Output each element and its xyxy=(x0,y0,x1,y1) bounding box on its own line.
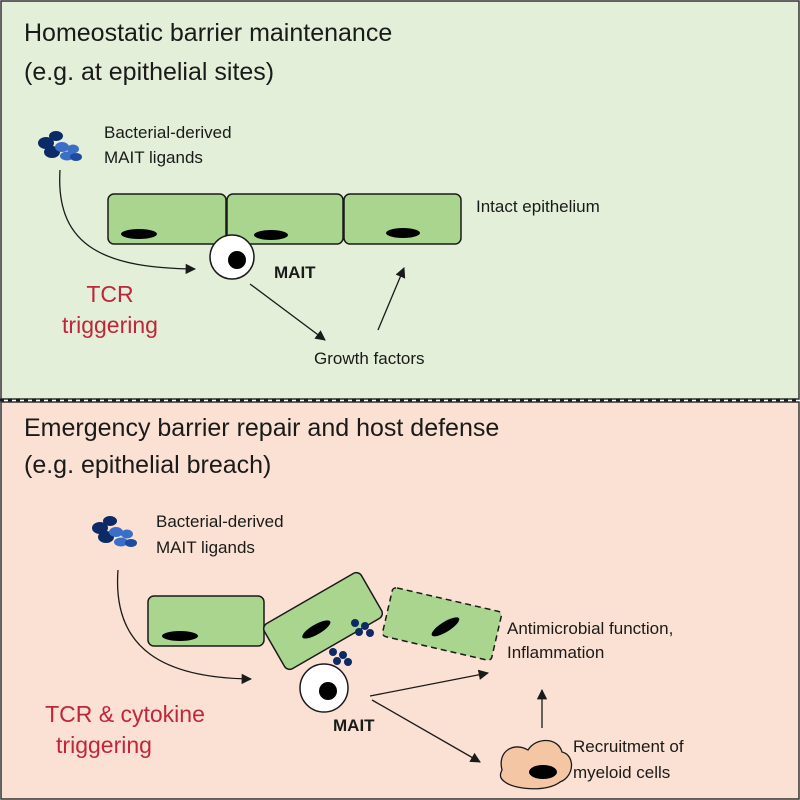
top-title-line1: Homeostatic barrier maintenance xyxy=(24,19,392,47)
myeloid-cell xyxy=(499,739,573,790)
bottom-ligand-label-line2: MAIT ligands xyxy=(156,538,255,557)
bottom-title-line1: Emergency barrier repair and host defens… xyxy=(24,414,499,442)
recruitment-label-line1: Recruitment of xyxy=(573,737,684,756)
top-title-line2: (e.g. at epithelial sites) xyxy=(24,58,274,86)
bacterial-ligand-icon xyxy=(38,131,82,161)
mait-to-antimicrobial-arrow xyxy=(369,669,490,697)
intact-epithelium xyxy=(107,193,462,245)
recruitment-label-line2: myeloid cells xyxy=(573,763,670,782)
bacterial-ligand-icon xyxy=(92,516,137,547)
mait-label-bottom: MAIT xyxy=(333,716,375,735)
top-ligand-label-line2: MAIT ligands xyxy=(104,148,203,167)
mait-cell-bottom xyxy=(299,663,349,713)
mait-to-myeloid-arrow xyxy=(371,699,481,763)
bottom-title-line2: (e.g. epithelial breach) xyxy=(24,451,271,479)
mait-cell-top xyxy=(209,234,255,280)
mait-to-growth-arrow xyxy=(249,283,326,341)
tcr-triggering-line2: triggering xyxy=(62,312,158,338)
top-ligand-label-line1: Bacterial-derived xyxy=(104,123,232,142)
ligand-to-mait-arrow-bottom xyxy=(116,569,253,685)
antimicrobial-label-line2: Inflammation xyxy=(507,643,604,662)
tcr-cytokine-line1: TCR & cytokine xyxy=(45,701,205,727)
tcr-cytokine-line2: triggering xyxy=(56,732,152,758)
mait-label-top: MAIT xyxy=(274,263,316,282)
tcr-triggering-line1: TCR xyxy=(86,281,133,307)
growth-factors-label: Growth factors xyxy=(314,349,425,368)
growth-to-epithelium-arrow xyxy=(377,267,406,331)
breached-epithelium xyxy=(147,571,503,671)
ligand-to-mait-arrow-top xyxy=(59,169,197,275)
ligand-particles-icon xyxy=(329,619,374,666)
intact-epithelium-label: Intact epithelium xyxy=(476,197,600,216)
antimicrobial-label-line1: Antimicrobial function, xyxy=(507,619,673,638)
bottom-ligand-label-line1: Bacterial-derived xyxy=(156,512,284,531)
